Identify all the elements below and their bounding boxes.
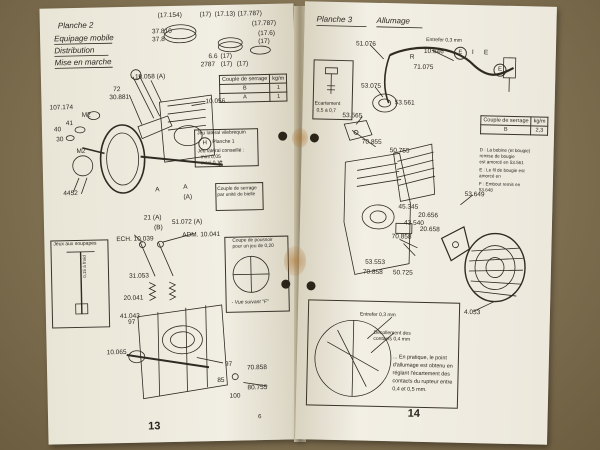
- ignition-system-drawing: [314, 25, 526, 397]
- right-page: Planche 3 Allumage 51.076 Entrefer 0,3 m…: [295, 1, 557, 445]
- left-page: Planche 2 Equipage mobile Distribution M…: [39, 3, 303, 445]
- rust-stain: [292, 128, 308, 148]
- engine-exploded-drawing: [54, 24, 271, 400]
- rust-stain: [284, 246, 306, 276]
